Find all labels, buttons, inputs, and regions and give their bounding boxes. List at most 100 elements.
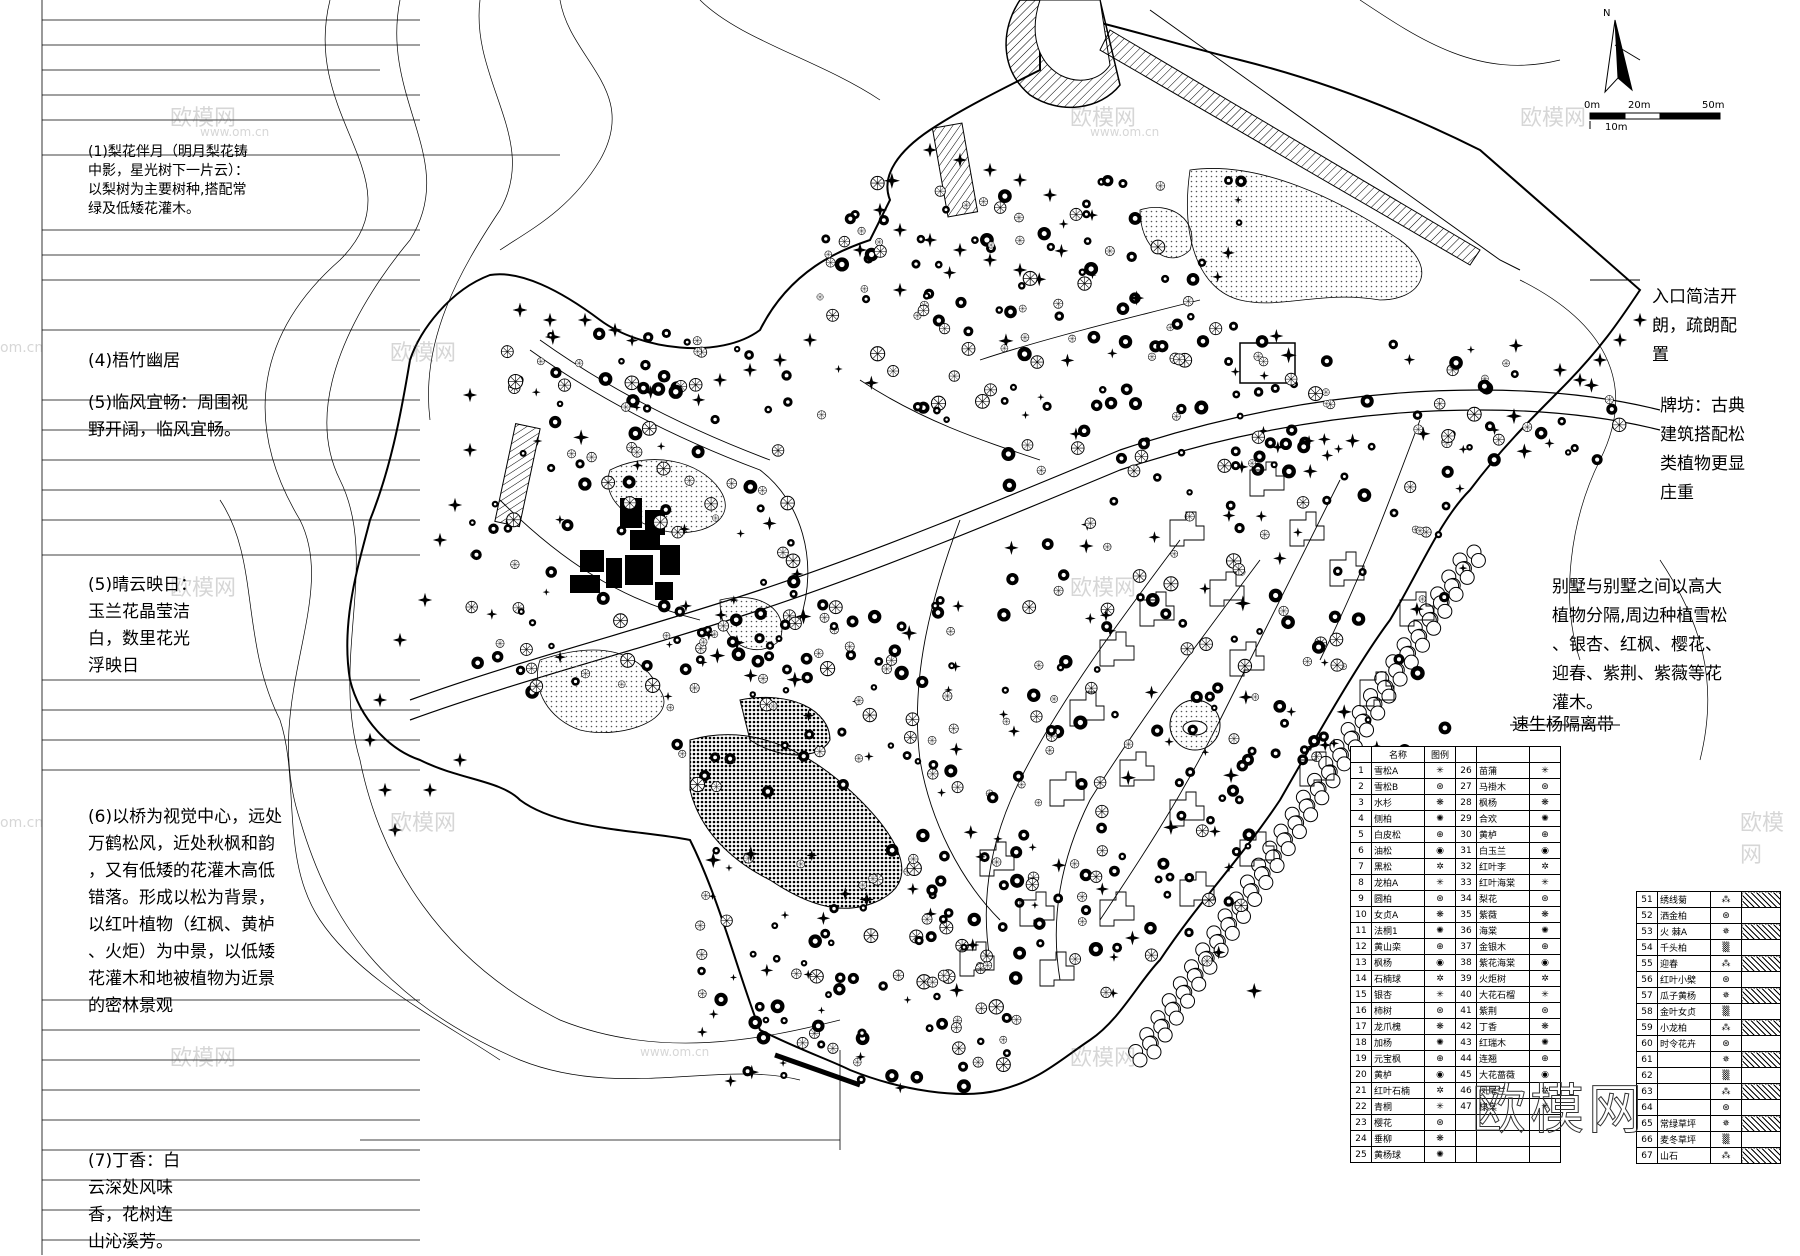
- dense-tree-icon: [1012, 770, 1024, 782]
- dense-tree-icon: [1118, 334, 1133, 349]
- poplar-belt: [1128, 544, 1486, 1068]
- deciduous-tree-icon: [838, 235, 851, 248]
- legend-symbol-icon: ⁂: [1710, 1147, 1742, 1164]
- scale-label-10: 10m: [1605, 122, 1628, 133]
- legend-plant-name: 龙柏A: [1371, 874, 1425, 891]
- deciduous-tree-icon: [701, 891, 711, 900]
- legend-number: 27: [1455, 778, 1477, 795]
- conifer-tree-icon: [729, 973, 738, 982]
- legend-symbol-icon: ◉: [1424, 954, 1456, 971]
- dense-tree-icon: [935, 875, 947, 887]
- legend-hatch-swatch: [1741, 891, 1781, 908]
- legend-symbol-icon: ⊕: [1529, 938, 1561, 955]
- deciduous-tree-icon: [567, 449, 577, 459]
- conifer-tree-icon: [937, 788, 947, 798]
- poplar-tree-icon: [1459, 569, 1475, 585]
- dense-tree-icon: [817, 599, 829, 611]
- dense-tree-icon: [1234, 522, 1245, 534]
- dense-tree-icon: [1098, 385, 1107, 394]
- site-boundary: [346, 8, 1642, 1095]
- deciduous-tree-icon: [992, 857, 1002, 867]
- legend-plant-name: 加杨: [1371, 1034, 1425, 1051]
- dense-tree-icon: [971, 236, 979, 245]
- dense-tree-icon: [1077, 424, 1091, 438]
- legend-symbol-icon: ⊛: [1424, 890, 1456, 907]
- dense-tree-icon: [1477, 379, 1492, 393]
- dense-tree-icon: [1176, 810, 1187, 821]
- legend-hatch-swatch: [1741, 923, 1781, 940]
- conifer-tree-icon: [1004, 540, 1019, 555]
- conifer-tree-icon: [1246, 982, 1263, 999]
- dense-tree-icon: [789, 589, 798, 599]
- deciduous-tree-icon: [624, 375, 640, 391]
- villa-outline: [1359, 671, 1395, 707]
- legend-number: 67: [1636, 1147, 1658, 1164]
- deciduous-tree-icon: [758, 673, 768, 684]
- deciduous-tree-icon: [617, 680, 626, 688]
- dense-tree-icon: [748, 1015, 763, 1030]
- poplar-tree-icon: [1359, 722, 1375, 738]
- dense-tree-icon: [922, 292, 931, 300]
- dense-tree-icon: [1186, 489, 1193, 496]
- deciduous-tree-icon: [1209, 322, 1223, 336]
- legend-plant-name: 法桐1: [1371, 922, 1425, 939]
- legend-hatch-swatch: [1741, 1003, 1781, 1020]
- dense-tree-icon: [783, 397, 793, 407]
- legend-symbol-icon: ⊛: [1710, 971, 1742, 988]
- dense-tree-icon: [1037, 226, 1051, 241]
- dense-tree-icon: [733, 345, 741, 353]
- dense-tree-icon: [1046, 242, 1055, 252]
- legend-symbol-icon: ✺: [1529, 1034, 1561, 1051]
- deciduous-tree-icon: [873, 244, 887, 258]
- poplar-tree-icon: [1414, 637, 1430, 653]
- dense-tree-icon: [1273, 699, 1287, 713]
- dense-tree-icon: [1093, 666, 1101, 673]
- dense-tree-icon: [1510, 370, 1519, 379]
- deciduous-tree-icon: [854, 696, 864, 706]
- legend-plant-name: 时令花卉: [1657, 1035, 1711, 1052]
- legend-plant-name: [1476, 1146, 1530, 1163]
- deciduous-tree-icon: [826, 308, 840, 322]
- dense-tree-icon: [622, 475, 636, 489]
- legend-row: 64⊛: [1636, 1099, 1781, 1116]
- conifer-tree-icon: [952, 600, 965, 613]
- dense-tree-icon: [548, 642, 555, 650]
- dense-tree-icon: [820, 928, 831, 939]
- legend-plant-name: 大花石榴: [1476, 986, 1530, 1003]
- conifer-tree-icon: [1054, 243, 1069, 258]
- dense-tree-icon: [1388, 339, 1399, 350]
- villa-outline: [1019, 891, 1055, 927]
- deciduous-tree-icon: [937, 969, 950, 982]
- scale-label-50: 50m: [1702, 100, 1725, 111]
- conifer-tree-icon: [772, 352, 788, 368]
- dense-tree-icon: [1120, 383, 1133, 396]
- conifer-tree-icon: [372, 692, 388, 708]
- legend-plant-name: [1657, 1067, 1711, 1084]
- dense-tree-icon: [1018, 829, 1030, 841]
- dense-tree-icon: [1046, 725, 1057, 736]
- legend-symbol-icon: ✺: [1529, 810, 1561, 827]
- deciduous-tree-icon: [870, 175, 885, 191]
- dense-tree-icon: [1286, 424, 1298, 436]
- dense-tree-icon: [710, 752, 721, 763]
- dense-tree-icon: [578, 477, 592, 491]
- conifer-tree-icon: [1125, 930, 1140, 946]
- legend-symbol-icon: ❋: [1529, 794, 1561, 811]
- legend-plant-name: 银杏: [1371, 986, 1425, 1003]
- dense-tree-icon: [1232, 390, 1241, 399]
- legend-symbol-icon: [1529, 1146, 1561, 1163]
- legend-symbol-icon: ⊛: [1424, 778, 1456, 795]
- dense-tree-icon: [1279, 437, 1292, 451]
- legend-plant-name: 白玉兰: [1476, 842, 1530, 859]
- legend-row: 61✵: [1636, 1051, 1781, 1068]
- deciduous-tree-icon: [1183, 295, 1194, 307]
- dense-tree-icon: [731, 647, 746, 662]
- dense-tree-icon: [834, 257, 850, 272]
- dense-tree-icon: [948, 662, 956, 670]
- legend-plant-name: 黄山栾: [1371, 938, 1425, 955]
- legend-number: 9: [1350, 890, 1372, 907]
- deciduous-tree-icon: [796, 1036, 809, 1049]
- dense-tree-icon: [1073, 715, 1088, 730]
